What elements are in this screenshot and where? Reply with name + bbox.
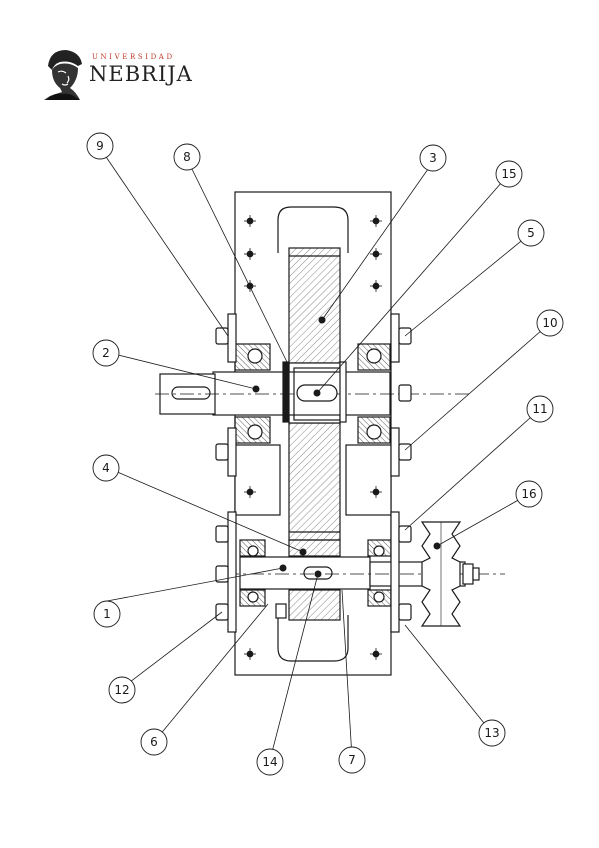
callout-circle [140,728,168,756]
callout-label: 12 [114,683,129,697]
callout-4: 4 [92,454,120,482]
callout-circle [93,600,121,628]
callout-circle [536,309,564,337]
callout-label: 1 [103,607,111,621]
drawing-body [155,191,505,676]
large-gear-lower [288,422,341,541]
callout-circle [86,132,114,160]
callout-label: 3 [429,151,437,165]
callout-circle [173,143,201,171]
callout-circle [92,454,120,482]
callout-circle [108,676,136,704]
callout-6: 6 [140,728,168,756]
callout-circle [526,395,554,423]
callout-label: 13 [484,726,499,740]
callout-14: 14 [256,748,284,776]
callout-label: 9 [96,139,104,153]
callout-label: 6 [150,735,158,749]
callout-circle [478,719,506,747]
lower-shaft [239,556,371,590]
nebrija-logo: UNIVERSIDAD NEBRIJA [40,44,210,104]
callout-label: 14 [262,755,277,769]
callout-label: 8 [183,150,191,164]
logo-name-text: NEBRIJA [89,62,193,86]
callout-label: 7 [348,753,356,767]
callout-label: 2 [102,346,110,360]
leader-lines [99,147,551,761]
callout-circle [515,480,543,508]
callout-label: 5 [527,226,535,240]
callout-circle [495,160,523,188]
callout-12: 12 [108,676,136,704]
callout-circle [517,219,545,247]
callout-16: 16 [515,480,543,508]
callout-2: 2 [92,339,120,367]
callout-circle [419,144,447,172]
callout-5: 5 [517,219,545,247]
callout-label: 15 [501,167,516,181]
callout-label: 4 [102,461,110,475]
callout-label: 10 [542,316,557,330]
callout-circle [338,746,366,774]
callout-1: 1 [93,600,121,628]
callout-15: 15 [495,160,523,188]
callout-circle [92,339,120,367]
callout-9: 9 [86,132,114,160]
callout-8: 8 [173,143,201,171]
callout-10: 10 [536,309,564,337]
callout-3: 3 [419,144,447,172]
nebrija-portrait-icon [44,50,82,100]
callout-circle [256,748,284,776]
callout-label: 11 [532,402,547,416]
logo-university-text: UNIVERSIDAD [92,53,175,61]
large-gear-upper [288,247,341,364]
callout-7: 7 [338,746,366,774]
upper-shaft-keyway [171,386,211,400]
callout-label: 16 [521,487,536,501]
callout-11: 11 [526,395,554,423]
callout-13: 13 [478,719,506,747]
